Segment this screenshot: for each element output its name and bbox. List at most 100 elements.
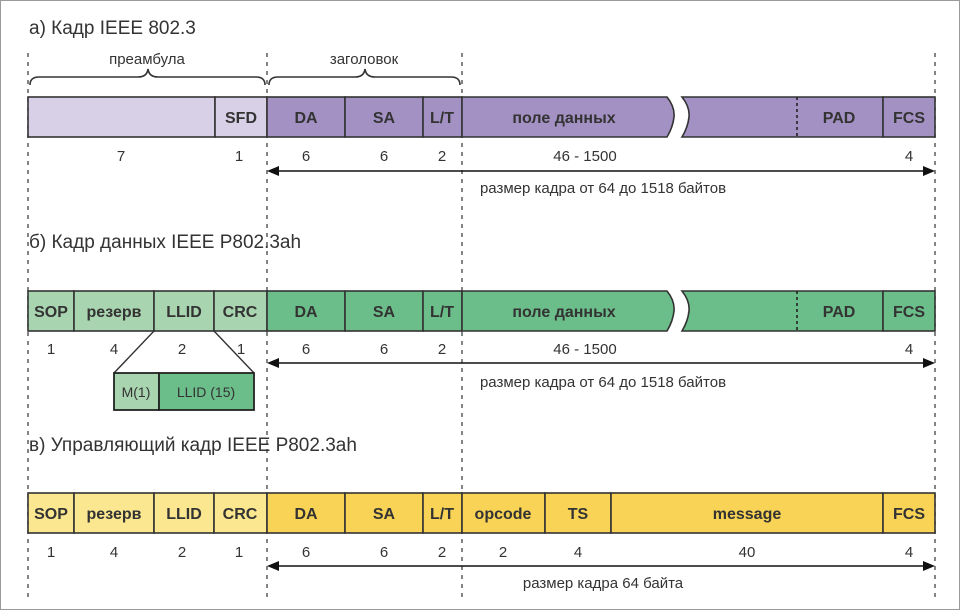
field-sizes: 1 4 2 1 6 6 2 2 4 40 4 <box>47 544 913 561</box>
preamble-label: преамбула <box>109 51 185 68</box>
field-preamble <box>27 96 216 138</box>
size-payload: 46 - 1500 <box>553 341 616 358</box>
field-label-sa: SA <box>373 110 396 127</box>
size-da: 6 <box>302 544 310 561</box>
frame-ieee-p802-3ah-control: в) Управляющий кадр IEEE P802.3ah SOP ре… <box>27 435 936 592</box>
size-ts: 4 <box>574 544 582 561</box>
frame-title: б) Кадр данных IEEE P802.3ah <box>29 232 301 253</box>
field-label-sa: SA <box>373 506 396 523</box>
field-sizes: 1 4 2 1 6 6 2 46 - 1500 4 <box>47 341 913 358</box>
size-fcs: 4 <box>905 544 913 561</box>
frame-title: а) Кадр IEEE 802.3 <box>29 18 196 39</box>
field-label-lt: L/T <box>430 110 454 127</box>
size-sa: 6 <box>380 544 388 561</box>
frame-size-arrow <box>267 561 935 571</box>
field-label-crc: CRC <box>223 506 258 523</box>
field-crc <box>213 492 268 534</box>
frame-ieee-802-3: а) Кадр IEEE 802.3 преамбула заголовок S… <box>27 18 936 197</box>
size-da: 6 <box>302 148 310 165</box>
field-label-lt: L/T <box>430 304 454 321</box>
size-sop: 1 <box>47 544 55 561</box>
field-lt <box>422 290 463 332</box>
field-label-sop: SOP <box>34 304 68 321</box>
size-payload: 46 - 1500 <box>553 148 616 165</box>
field-sop <box>27 492 75 534</box>
field-label-reserved: резерв <box>87 506 142 523</box>
arrow-head-left <box>267 166 279 176</box>
field-label-fcs: FCS <box>893 304 925 321</box>
arrow-head-right <box>923 358 935 368</box>
field-fcs <box>882 492 936 534</box>
field-lt <box>422 492 463 534</box>
field-sa <box>344 492 424 534</box>
arrow-head-left <box>267 358 279 368</box>
arrow-head-right <box>923 166 935 176</box>
size-crc: 1 <box>235 544 243 561</box>
arrow-head-left <box>267 561 279 571</box>
frame-size-label: размер кадра от 64 до 1518 байтов <box>480 180 726 197</box>
llid-callout-right <box>213 330 255 374</box>
size-sop: 1 <box>47 341 55 358</box>
field-sop <box>27 290 75 332</box>
field-payload <box>461 96 675 138</box>
size-sa: 6 <box>380 148 388 165</box>
field-llid <box>153 492 215 534</box>
size-crc: 1 <box>237 341 245 358</box>
frame-fields: SOP резерв LLID CRC DA SA L/T opcode TS … <box>27 492 936 534</box>
field-reserved <box>73 492 155 534</box>
frame-title: в) Управляющий кадр IEEE P802.3ah <box>29 435 357 456</box>
field-label-pad: PAD <box>823 304 856 321</box>
arrow-head-right <box>923 561 935 571</box>
frame-fields: SOP резерв LLID CRC DA SA L/T поле данны… <box>27 290 936 332</box>
size-reserved: 4 <box>110 544 118 561</box>
field-label-fcs: FCS <box>893 506 925 523</box>
size-lt: 2 <box>438 148 446 165</box>
size-llid: 2 <box>178 544 186 561</box>
size-llid: 2 <box>178 341 186 358</box>
llid-mode-bit-label: M(1) <box>122 384 151 400</box>
field-label-message: message <box>713 506 782 523</box>
field-label-reserved: резерв <box>87 304 142 321</box>
frame-size-label: размер кадра от 64 до 1518 байтов <box>480 374 726 391</box>
field-label-da: DA <box>294 304 318 321</box>
llid-breakdown: M(1) LLID (15) <box>113 330 255 411</box>
field-label-da: DA <box>294 110 318 127</box>
field-message <box>610 492 884 534</box>
field-label-ts: TS <box>568 506 589 523</box>
field-label-sfd: SFD <box>225 110 257 127</box>
size-lt: 2 <box>438 544 446 561</box>
frame-fields: SFD DA SA L/T поле данных PAD FCS <box>27 96 936 138</box>
field-crc <box>213 290 268 332</box>
field-fcs <box>882 96 936 138</box>
size-fcs: 4 <box>905 148 913 165</box>
field-sa <box>344 290 424 332</box>
field-label-llid: LLID <box>166 304 202 321</box>
field-payload <box>461 290 675 332</box>
field-sfd <box>214 96 268 138</box>
header-brace <box>268 68 461 86</box>
field-label-sa: SA <box>373 304 396 321</box>
size-preamble: 7 <box>117 148 125 165</box>
field-label-fcs: FCS <box>893 110 925 127</box>
field-label-payload: поле данных <box>512 110 615 127</box>
field-label-llid: LLID <box>166 506 202 523</box>
field-label-pad: PAD <box>823 110 856 127</box>
frame-size-arrow <box>267 166 935 176</box>
field-label-da: DA <box>294 506 318 523</box>
field-sizes: 7 1 6 6 2 46 - 1500 4 <box>117 148 913 165</box>
llid-callout-left <box>113 330 155 374</box>
field-label-lt: L/T <box>430 506 454 523</box>
size-reserved: 4 <box>110 341 118 358</box>
preamble-brace <box>29 68 266 86</box>
field-label-payload: поле данных <box>512 304 615 321</box>
field-fcs <box>882 290 936 332</box>
llid-id-bits <box>158 372 255 411</box>
size-message: 40 <box>739 544 756 561</box>
llid-id-bits-label: LLID (15) <box>177 384 235 400</box>
frame-ieee-p802-3ah-data: б) Кадр данных IEEE P802.3ah SOP резерв … <box>27 232 936 411</box>
field-da <box>266 96 346 138</box>
size-lt: 2 <box>438 341 446 358</box>
field-label-sop: SOP <box>34 506 68 523</box>
